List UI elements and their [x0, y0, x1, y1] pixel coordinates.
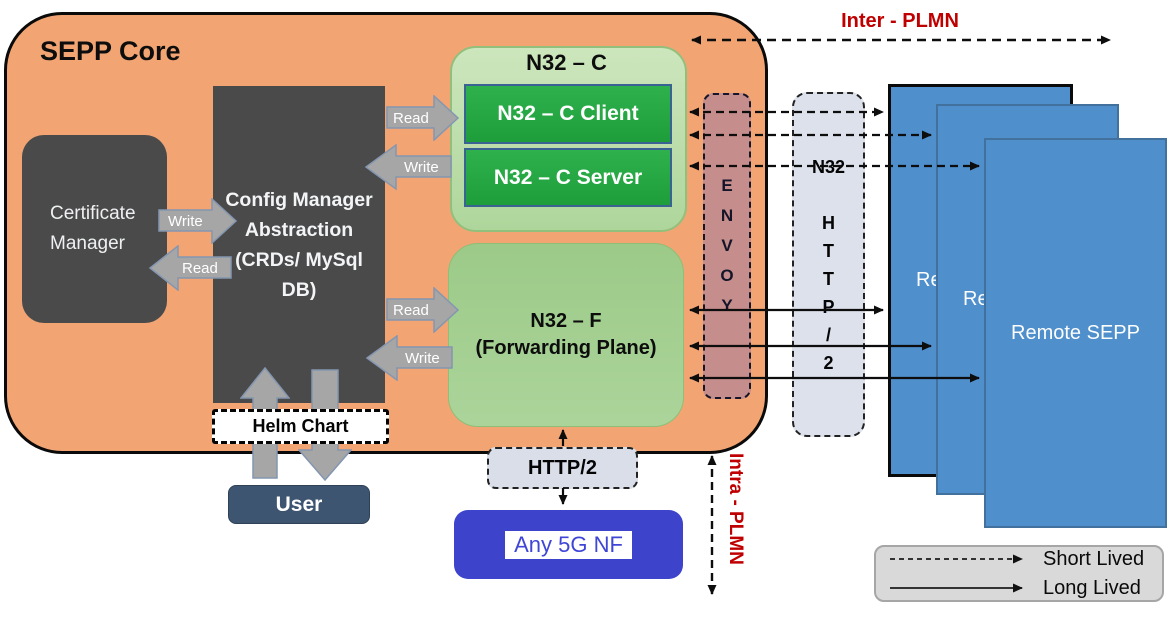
- n32-http2-pillar-box: N32 H T T P / 2: [792, 92, 865, 437]
- n32f-label-line1: N32 – F: [530, 310, 602, 332]
- read-label: Read: [393, 109, 429, 127]
- right-block-arrow-icon: [386, 95, 460, 141]
- write-label: Write: [168, 212, 203, 230]
- legend-long-lived-row: Long Lived: [886, 577, 1152, 600]
- any-5g-nf-box: Any 5G NF: [454, 510, 683, 579]
- envoy-box: E N V O Y: [703, 93, 751, 399]
- config-manager-abstraction-box: Config Manager Abstraction (CRDs/ MySql …: [213, 86, 385, 403]
- legend: Short Lived Long Lived: [874, 545, 1164, 602]
- certificate-manager-label: Certificate Manager: [50, 203, 136, 254]
- left-block-arrow-icon: [364, 144, 452, 190]
- config-manager-abstraction-label: Config Manager Abstraction (CRDs/ MySql …: [225, 188, 373, 301]
- n32c-client-box: N32 – C Client: [464, 84, 672, 144]
- envoy-label: E N V O Y: [720, 176, 734, 315]
- n32c-server-box: N32 – C Server: [464, 148, 672, 207]
- cert-read-arrow: Read: [148, 245, 232, 291]
- write-label: Write: [404, 158, 439, 176]
- right-block-arrow-icon: [386, 287, 460, 333]
- n32c-client-label: N32 – C Client: [497, 102, 639, 125]
- certificate-manager-box: Certificate Manager: [22, 135, 167, 323]
- left-block-arrow-icon: [366, 335, 453, 381]
- any-5g-nf-label: Any 5G NF: [505, 530, 632, 559]
- config-n32f-write-arrow: Write: [366, 335, 453, 381]
- right-block-arrow-icon: [158, 198, 238, 244]
- http2-box: HTTP/2: [487, 447, 638, 489]
- read-label: Read: [182, 259, 218, 277]
- cert-write-arrow: Write: [158, 198, 238, 244]
- long-lived-label: Long Lived: [1043, 576, 1141, 599]
- http2-label: HTTP/2: [528, 456, 597, 479]
- n32-http2-pillar-label: N32 H T T P / 2: [811, 156, 846, 373]
- long-lived-solid-arrow-icon: [890, 583, 1023, 593]
- remote-sepp-label: Remote SEPP: [1011, 321, 1140, 344]
- n32c-server-label: N32 – C Server: [493, 165, 643, 189]
- inter-plmn-label: Inter - PLMN: [841, 10, 959, 32]
- n32f-forwarding-plane-box: N32 – F (Forwarding Plane): [448, 243, 684, 427]
- helm-chart-box: Helm Chart: [212, 409, 389, 444]
- legend-short-lived-row: Short Lived: [886, 548, 1152, 571]
- user-box: User: [228, 485, 370, 524]
- sepp-core-title: SEPP Core: [40, 36, 181, 66]
- config-n32c-write-arrow: Write: [364, 144, 452, 190]
- config-n32f-read-arrow: Read: [386, 287, 460, 333]
- intra-plmn-label: Intra - PLMN: [725, 453, 746, 565]
- write-label: Write: [405, 349, 440, 367]
- n32f-label-line2: (Forwarding Plane): [475, 337, 657, 359]
- n32c-title: N32 – C: [526, 50, 607, 75]
- left-block-arrow-icon: [148, 245, 232, 291]
- config-n32c-read-arrow: Read: [386, 95, 460, 141]
- read-label: Read: [393, 301, 429, 319]
- short-lived-label: Short Lived: [1043, 547, 1145, 570]
- helm-chart-label: Helm Chart: [252, 416, 349, 436]
- short-lived-dashed-arrow-icon: [890, 554, 1023, 564]
- user-label: User: [275, 492, 323, 516]
- remote-sepp-box-front: Remote SEPP: [984, 138, 1167, 528]
